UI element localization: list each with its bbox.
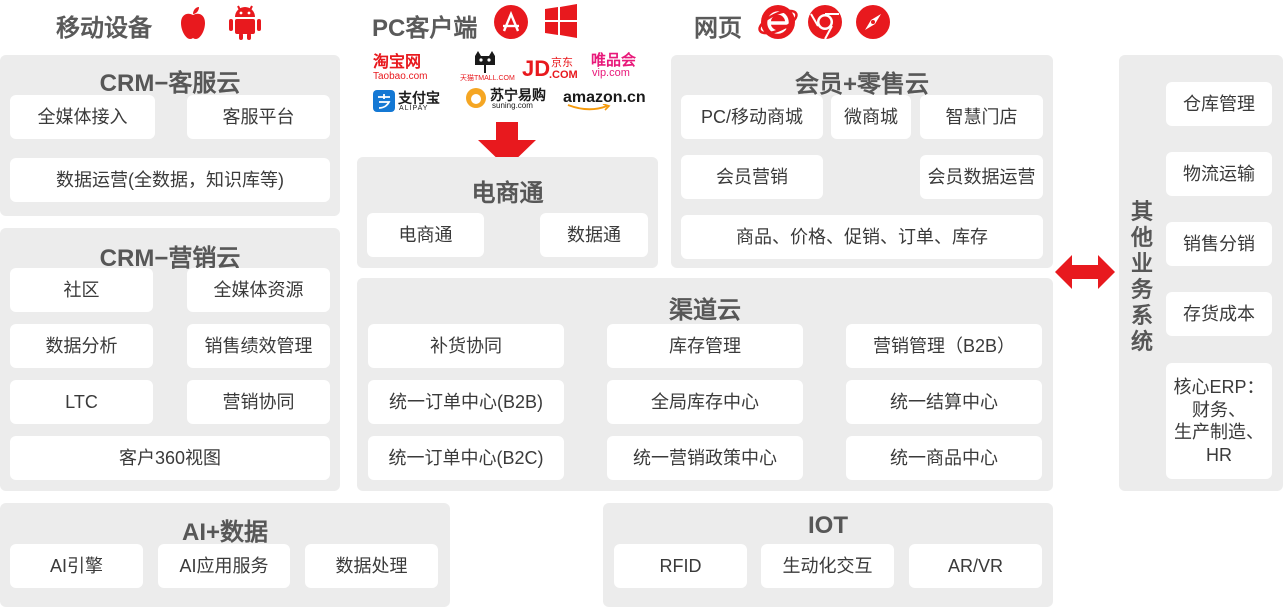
alipay-icon bbox=[373, 90, 395, 112]
crm-service-title: CRM−客服云 bbox=[99, 70, 241, 97]
other-systems-title-char: 系 bbox=[1130, 303, 1153, 328]
member-retail-item[interactable]: 微商城 bbox=[831, 95, 911, 139]
ecommerce-item[interactable]: 电商通 bbox=[367, 213, 484, 257]
crm-marketing-item[interactable]: 社区 bbox=[10, 268, 153, 312]
chrome-browser-icon bbox=[808, 5, 842, 40]
crm-marketing-item[interactable]: 销售绩效管理 bbox=[187, 324, 330, 368]
crm-service-panel: CRM−客服云 全媒体接入 客服平台 数据运营(全数据，知识库等) bbox=[0, 55, 340, 216]
crm-marketing-item[interactable]: 全媒体资源 bbox=[187, 268, 330, 312]
other-systems-item[interactable]: 仓库管理 bbox=[1166, 82, 1272, 126]
tmall-logo-en: 天猫TMALL.COM bbox=[460, 75, 515, 82]
other-systems-title-char: 他 bbox=[1130, 225, 1153, 250]
crm-marketing-item[interactable]: 客户360视图 bbox=[10, 436, 330, 480]
alipay-logo-en: ALIPAY bbox=[399, 105, 429, 112]
member-retail-item[interactable]: 会员数据运营 bbox=[920, 155, 1043, 199]
channel-item[interactable]: 补货协同 bbox=[368, 324, 564, 368]
channel-item[interactable]: 统一结算中心 bbox=[846, 380, 1042, 424]
crm-service-item[interactable]: 数据运营(全数据，知识库等) bbox=[10, 158, 330, 202]
channel-panel: 渠道云 补货协同 库存管理 营销管理（B2B） 统一订单中心(B2B) 全局库存… bbox=[357, 278, 1053, 491]
safari-browser-icon bbox=[856, 5, 890, 39]
crm-marketing-item[interactable]: LTC bbox=[10, 380, 153, 424]
member-retail-item[interactable]: 智慧门店 bbox=[920, 95, 1043, 139]
other-systems-item[interactable]: 物流运输 bbox=[1166, 152, 1272, 196]
channel-item[interactable]: 统一营销政策中心 bbox=[607, 436, 803, 480]
windows-icon bbox=[545, 4, 577, 38]
ai-data-item[interactable]: 数据处理 bbox=[305, 544, 438, 588]
android-icon bbox=[229, 5, 261, 40]
vip-logo-cn: 唯品会 bbox=[591, 52, 637, 69]
ai-data-panel: AI+数据 AI引擎 AI应用服务 数据处理 bbox=[0, 503, 450, 607]
mobile-devices-label: 移动设备 bbox=[56, 15, 152, 42]
channel-item[interactable]: 统一商品中心 bbox=[846, 436, 1042, 480]
channel-item[interactable]: 营销管理（B2B） bbox=[846, 324, 1042, 368]
iot-panel: IOT RFID 生动化交互 AR/VR bbox=[603, 503, 1053, 607]
crm-marketing-item[interactable]: 营销协同 bbox=[187, 380, 330, 424]
taobao-logo-cn: 淘宝网 bbox=[373, 54, 422, 71]
ai-data-item[interactable]: AI应用服务 bbox=[158, 544, 290, 588]
alipay-logo-cn: 支付宝 bbox=[398, 90, 440, 106]
app-store-icon bbox=[494, 5, 528, 39]
member-retail-panel: 会员+零售云 PC/移动商城 微商城 智慧门店 会员营销 会员数据运营 商品、价… bbox=[671, 55, 1053, 268]
channel-item[interactable]: 库存管理 bbox=[607, 324, 803, 368]
crm-marketing-panel: CRM−营销云 社区 全媒体资源 数据分析 销售绩效管理 LTC 营销协同 客户… bbox=[0, 228, 340, 491]
ecommerce-item[interactable]: 数据通 bbox=[540, 213, 648, 257]
web-label: 网页 bbox=[694, 15, 742, 42]
member-retail-item[interactable]: 会员营销 bbox=[681, 155, 823, 199]
other-systems-title-char: 统 bbox=[1130, 329, 1153, 354]
other-systems-item[interactable]: 销售分销 bbox=[1166, 222, 1272, 266]
down-arrow-icon bbox=[478, 122, 536, 168]
member-retail-item[interactable]: PC/移动商城 bbox=[681, 95, 823, 139]
vip-logo-en: vip.com bbox=[592, 67, 630, 79]
ai-data-item[interactable]: AI引擎 bbox=[10, 544, 143, 588]
jd-logo-cn: 京东 bbox=[551, 57, 573, 69]
channel-item[interactable]: 统一订单中心(B2B) bbox=[368, 380, 564, 424]
member-retail-title: 会员+零售云 bbox=[794, 71, 929, 98]
channel-item[interactable]: 全局库存中心 bbox=[607, 380, 803, 424]
jd-logo-com: .COM bbox=[549, 69, 578, 81]
iot-item[interactable]: 生动化交互 bbox=[761, 544, 894, 588]
bidirectional-arrow-icon bbox=[1055, 255, 1115, 289]
taobao-logo-en: Taobao.com bbox=[373, 71, 428, 82]
ie-browser-icon bbox=[758, 5, 798, 39]
amazon-logo: amazon.cn bbox=[563, 89, 646, 106]
suning-lion-icon bbox=[466, 88, 486, 108]
channel-title: 渠道云 bbox=[669, 297, 741, 324]
apple-icon bbox=[181, 7, 205, 39]
other-systems-title-char: 务 bbox=[1130, 277, 1153, 302]
ai-data-title: AI+数据 bbox=[181, 519, 268, 546]
core-erp-line: 财务、 bbox=[1192, 399, 1246, 420]
core-erp-line: 核心ERP： bbox=[1173, 377, 1265, 397]
core-erp-line: 生产制造、 bbox=[1174, 422, 1264, 442]
jd-logo: JD bbox=[522, 56, 551, 81]
iot-item[interactable]: RFID bbox=[614, 544, 747, 588]
ecommerce-panel: 电商通 电商通 数据通 bbox=[357, 157, 658, 268]
amazon-smile-icon bbox=[567, 104, 611, 111]
core-erp-line: HR bbox=[1206, 444, 1232, 465]
crm-marketing-item[interactable]: 数据分析 bbox=[10, 324, 153, 368]
ecommerce-title: 电商通 bbox=[471, 180, 544, 207]
pc-client-label: PC客户端 bbox=[372, 15, 478, 42]
other-systems-title-char: 其 bbox=[1130, 199, 1153, 224]
suning-logo-en: suning.com bbox=[492, 101, 533, 110]
iot-item[interactable]: AR/VR bbox=[909, 544, 1042, 588]
crm-service-item[interactable]: 客服平台 bbox=[187, 95, 330, 139]
other-systems-item[interactable]: 存货成本 bbox=[1166, 292, 1272, 336]
crm-marketing-title: CRM−营销云 bbox=[99, 245, 241, 272]
tmall-cat-icon bbox=[475, 51, 495, 73]
member-retail-item[interactable]: 商品、价格、促销、订单、库存 bbox=[681, 215, 1043, 259]
channel-item[interactable]: 统一订单中心(B2C) bbox=[368, 436, 564, 480]
suning-logo-cn: 苏宁易购 bbox=[490, 87, 546, 103]
core-erp-item[interactable]: 核心ERP： 财务、 生产制造、 HR bbox=[1166, 363, 1272, 479]
other-systems-panel: 其 他 业 务 系 统 仓库管理 物流运输 销售分销 存货成本 核心ERP： 财… bbox=[1119, 55, 1283, 491]
iot-title: IOT bbox=[808, 512, 848, 539]
other-systems-title-char: 业 bbox=[1130, 251, 1153, 276]
crm-service-item[interactable]: 全媒体接入 bbox=[10, 95, 155, 139]
